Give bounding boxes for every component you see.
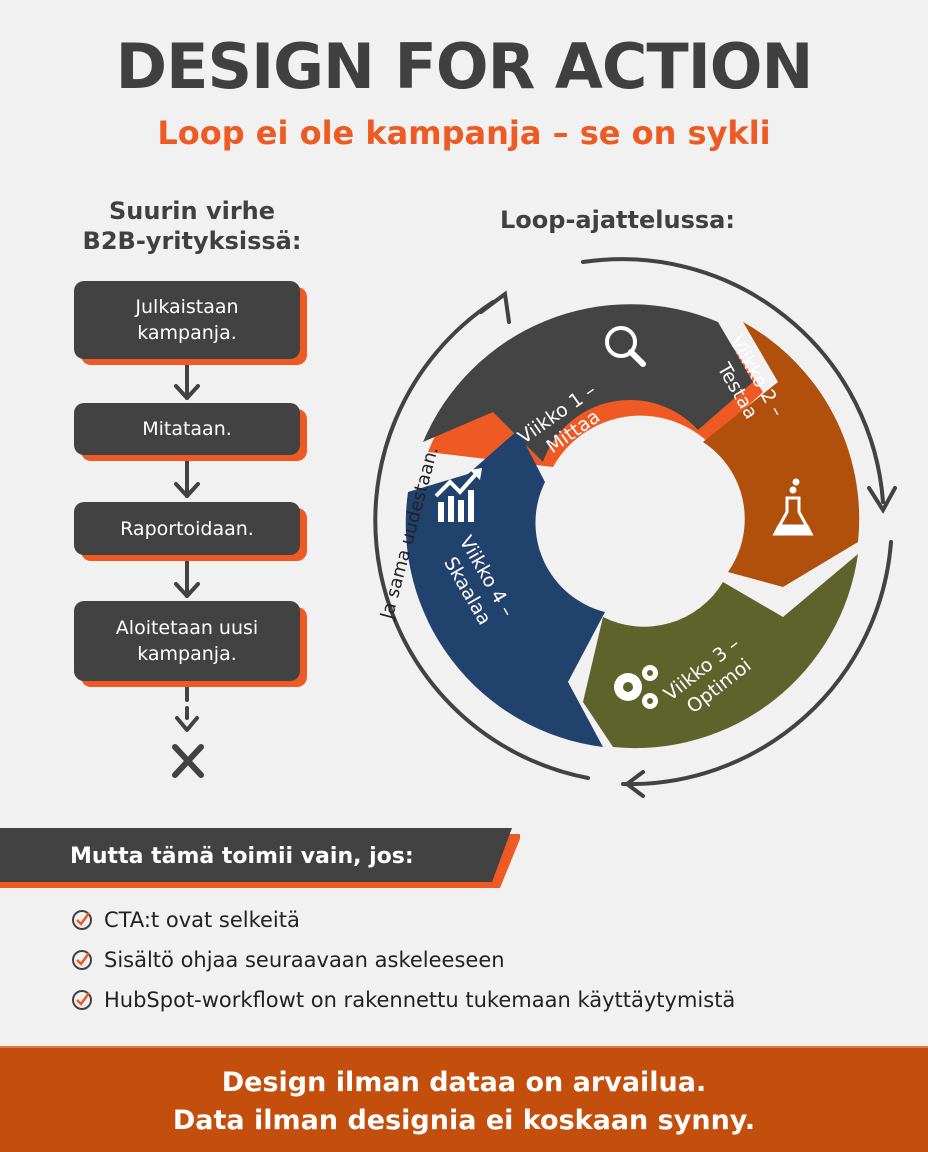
left-heading: Suurin virhe B2B-yrityksissä:	[72, 196, 312, 256]
left-heading-line2: B2B-yrityksissä:	[82, 227, 302, 255]
flow-step-2: Mitataan.	[74, 403, 300, 455]
check-circle-icon	[72, 990, 92, 1010]
footer-line1: Design ilman dataa on arvailua.	[221, 1067, 707, 1098]
step-text: kampanja.	[137, 322, 237, 344]
loop-arrow-top-right	[581, 257, 885, 504]
step-text: Mitataan.	[142, 418, 232, 440]
loop-arrow-left	[373, 300, 590, 780]
segment-week1	[423, 304, 763, 467]
flow-step-3: Raportoidaan.	[74, 502, 300, 555]
conditions-heading: Mutta tämä toimii vain, jos:	[70, 844, 414, 869]
loop-cycle-diagram: Viikko 1 – Mittaa Viikko 2 – Testaa Viik…	[373, 257, 897, 798]
conditions-list: CTA:t ovat selkeitä Sisältö ohjaa seuraa…	[70, 900, 735, 1020]
check-circle-icon	[72, 950, 92, 970]
x-icon	[172, 744, 204, 778]
condition-item: HubSpot-workflowt on rakennettu tukemaan…	[70, 980, 735, 1020]
left-heading-line1: Suurin virhe	[108, 197, 276, 225]
check-circle-icon	[72, 910, 92, 930]
conditions-banner	[0, 828, 520, 888]
condition-item: Sisältö ohjaa seuraavaan askeleeseen	[70, 940, 735, 980]
loop-arrow-bottom	[621, 540, 893, 787]
right-heading: Loop-ajattelussa:	[500, 206, 735, 234]
footer-line2: Data ilman designia ei koskaan synny.	[172, 1105, 756, 1136]
step-text: kampanja.	[137, 643, 237, 665]
flow-step-1: Julkaistaan kampanja.	[74, 281, 300, 359]
segment-week2	[703, 322, 860, 587]
page-title: DESIGN FOR ACTION	[115, 30, 814, 103]
growth-chart-icon	[434, 468, 482, 522]
flask-icon	[772, 478, 814, 536]
condition-item: CTA:t ovat selkeitä	[70, 900, 735, 940]
page-subtitle: Loop ei ole kampanja – se on sykli	[157, 114, 771, 152]
magnifier-icon	[605, 326, 646, 367]
condition-text: CTA:t ovat selkeitä	[104, 908, 300, 932]
gears-icon	[614, 665, 658, 709]
flow-step-4: Aloitetaan uusi kampanja.	[74, 601, 300, 681]
step-text: Raportoidaan.	[120, 517, 254, 540]
step-text: Aloitetaan uusi	[115, 617, 259, 639]
footer-banner: Design ilman dataa on arvailua. Data ilm…	[0, 1046, 928, 1152]
condition-text: Sisältö ohjaa seuraavaan askeleeseen	[104, 948, 505, 972]
segment-week4	[405, 430, 605, 747]
condition-text: HubSpot-workflowt on rakennettu tukemaan…	[104, 988, 736, 1012]
step-text: Julkaistaan	[135, 296, 239, 318]
